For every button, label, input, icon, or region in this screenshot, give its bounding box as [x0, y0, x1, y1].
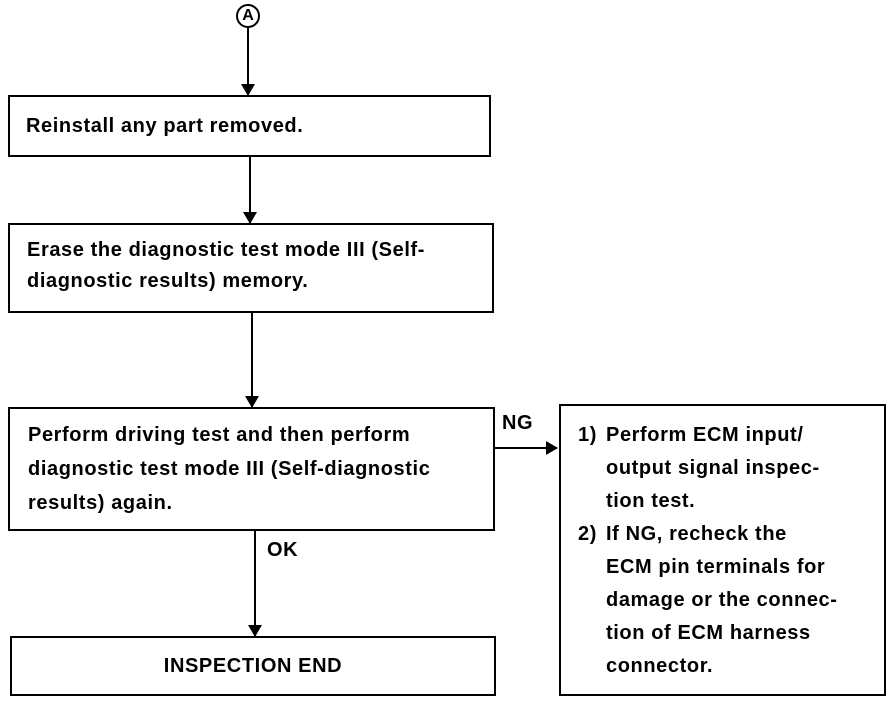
ng-item2-line4: tion of ECM harness [606, 622, 811, 644]
inspection-end-text: INSPECTION END [163, 655, 343, 677]
ng-action-box: 1) Perform ECM input/ output signal insp… [559, 404, 886, 696]
ng-item1-line2: output signal inspec- [606, 457, 820, 479]
step-erase-memory-box: Erase the diagnostic test mode III (Self… [8, 223, 494, 313]
ok-branch-label: OK [267, 539, 299, 561]
step-reinstall-text-line1: Reinstall any part removed. [26, 115, 304, 137]
step-reinstall-box: Reinstall any part removed. [8, 95, 491, 157]
ng-item2-line2: ECM pin terminals for [606, 556, 826, 578]
ng-branch-label: NG [502, 412, 534, 434]
step-driving-text-line3: results) again. [28, 492, 173, 514]
step-driving-text-line2: diagnostic test mode III (Self-diagnosti… [28, 458, 431, 480]
ng-item1-number: 1) [578, 424, 597, 446]
ng-item2-line1: If NG, recheck the [606, 523, 787, 545]
step-erase-text-line1: Erase the diagnostic test mode III (Self… [27, 239, 426, 261]
step-driving-text-line1: Perform driving test and then perform [28, 424, 411, 446]
ng-item2-line5: connector. [606, 655, 714, 677]
ng-item1-line1: Perform ECM input/ [606, 424, 804, 446]
ng-item2-line3: damage or the connec- [606, 589, 838, 611]
connector-a-symbol: A [236, 4, 260, 28]
connector-a-label: A [242, 7, 254, 24]
ng-item2-number: 2) [578, 523, 597, 545]
step-driving-test-box: Perform driving test and then perform di… [8, 407, 495, 531]
step-erase-text-line2: diagnostic results) memory. [27, 270, 309, 292]
inspection-end-box: INSPECTION END [10, 636, 496, 696]
ng-item1-line3: tion test. [606, 490, 696, 512]
